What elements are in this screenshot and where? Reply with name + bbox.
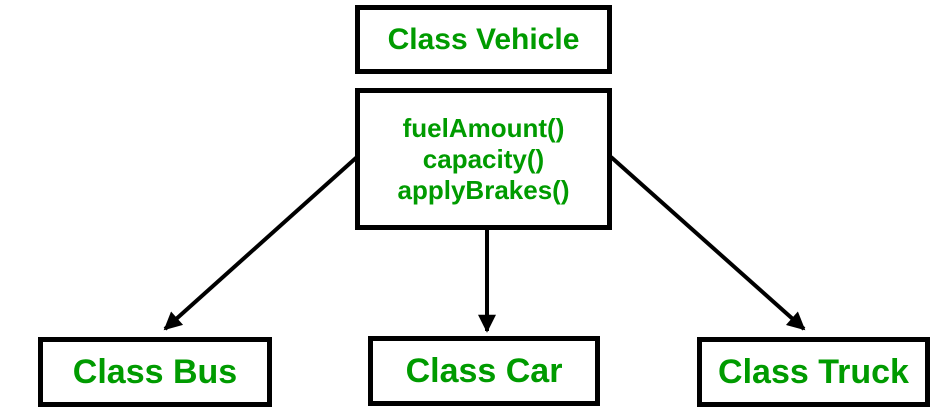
class-bus-box: Class Bus: [38, 337, 272, 407]
method-line-applybrakes: applyBrakes(): [397, 174, 570, 205]
class-truck-box: Class Truck: [697, 337, 930, 407]
class-car-label: Class Car: [405, 351, 563, 390]
class-truck-label: Class Truck: [718, 352, 909, 391]
vehicle-methods-box: fuelAmount() capacity() applyBrakes(): [355, 88, 612, 230]
class-bus-label: Class Bus: [72, 352, 238, 391]
arrow-vehicle-to-truck: [609, 155, 806, 331]
class-vehicle-label: Class Vehicle: [387, 22, 580, 56]
class-vehicle-box: Class Vehicle: [355, 5, 612, 74]
class-car-box: Class Car: [368, 336, 600, 406]
arrow-vehicle-to-bus: [163, 155, 359, 331]
method-line-capacity: capacity(): [422, 143, 545, 174]
method-line-fuelamount: fuelAmount(): [402, 112, 565, 143]
